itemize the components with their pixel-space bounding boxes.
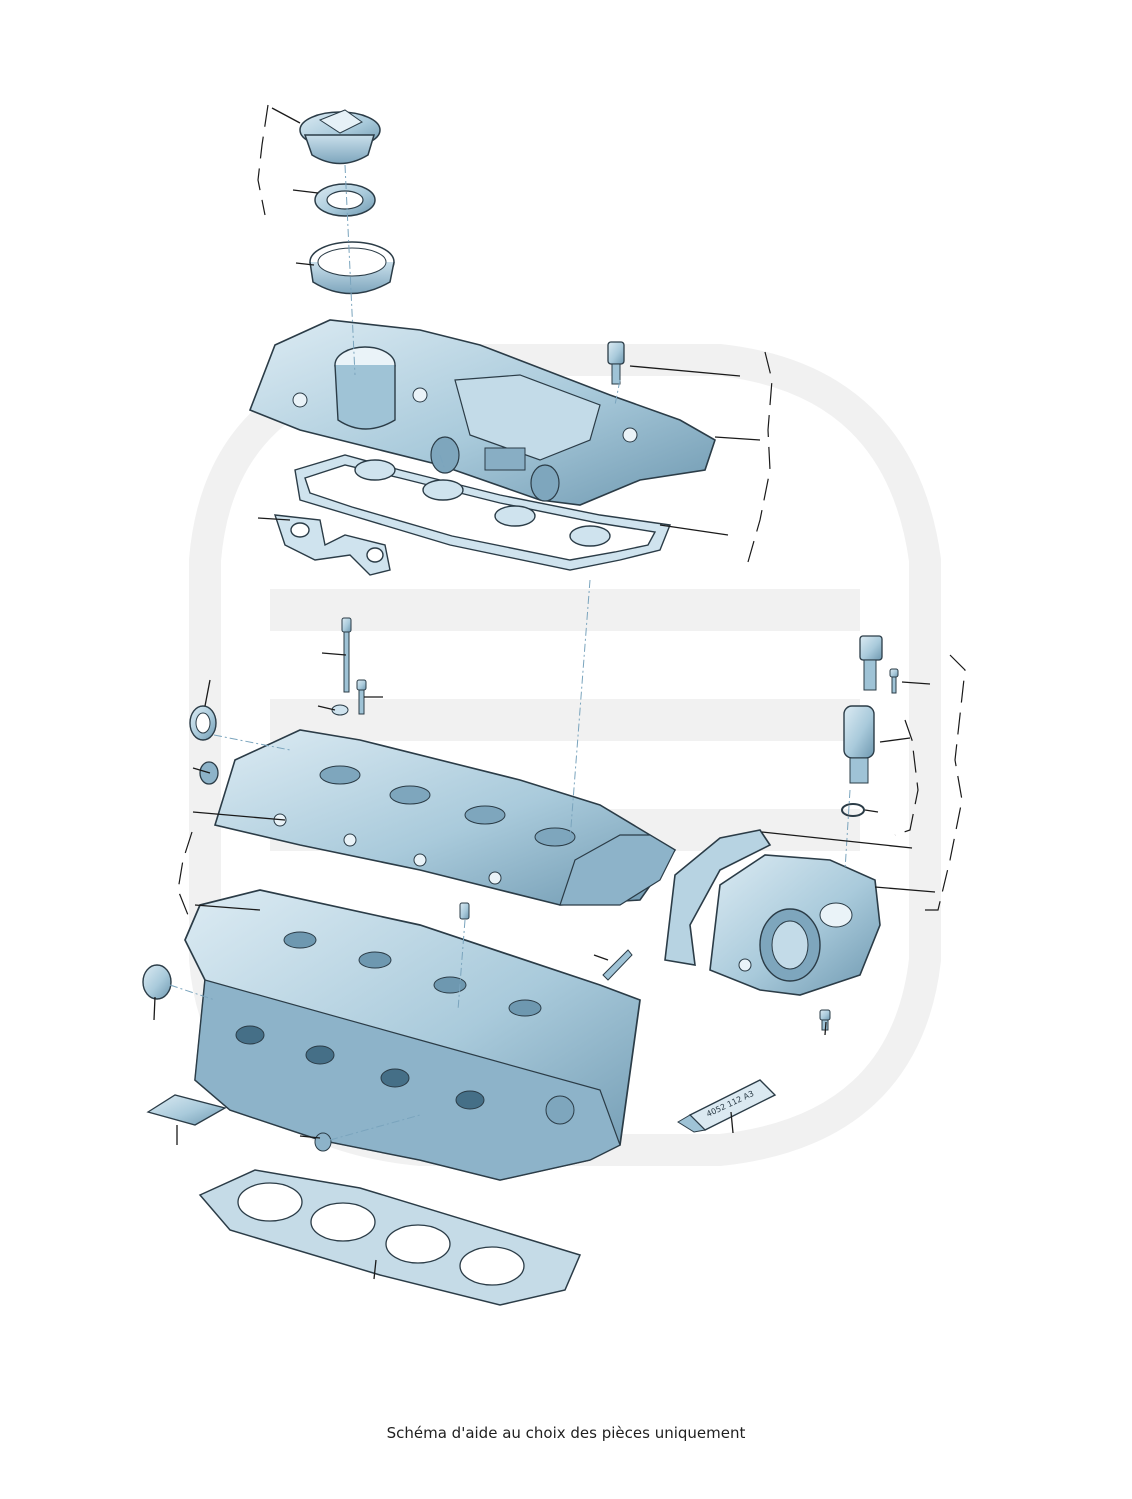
assembly-lines: [169, 164, 851, 1141]
leader-lines: [153, 107, 936, 1280]
diagram-caption: Schéma d'aide au choix des pièces unique…: [386, 1424, 746, 1442]
head-gasket-icon[interactable]: [198, 1169, 582, 1306]
heat-shield-icon[interactable]: [146, 1094, 227, 1126]
short-bolt-icon[interactable]: [356, 679, 367, 715]
dowel-pin-icon[interactable]: [459, 902, 470, 920]
connector-plug-icon[interactable]: [859, 635, 883, 691]
intake-gasket-icon[interactable]: [273, 514, 391, 576]
long-bolt-icon[interactable]: [341, 617, 352, 693]
sealant-tube-icon[interactable]: 4052 112 A3: [677, 1079, 777, 1133]
control-valve-icon[interactable]: [843, 705, 875, 784]
o-ring-icon[interactable]: [841, 803, 865, 817]
small-plug-icon[interactable]: [314, 1132, 332, 1152]
cylinder-head-cover-icon[interactable]: [248, 319, 716, 506]
cover-vent-valve-icon[interactable]: [607, 341, 625, 385]
oil-filler-cap-icon[interactable]: [299, 109, 381, 165]
cylinder-head-plug-icon[interactable]: [142, 964, 172, 1000]
camshaft-housing-icon[interactable]: [213, 729, 677, 906]
cover-gasket-icon[interactable]: [294, 454, 671, 571]
timing-cover-gasket-icon[interactable]: [664, 829, 772, 966]
filler-seal-ring-icon[interactable]: [314, 183, 376, 217]
shaft-seal-icon[interactable]: [189, 705, 217, 741]
small-screw-icon[interactable]: [889, 668, 899, 694]
cylinder-head-icon[interactable]: [184, 889, 641, 1181]
stud-bolt-icon[interactable]: [602, 949, 633, 981]
timing-cover-icon[interactable]: [709, 854, 881, 996]
group-brackets: [177, 104, 966, 916]
filler-neck-icon[interactable]: [309, 241, 395, 295]
washer-icon[interactable]: [331, 704, 349, 716]
